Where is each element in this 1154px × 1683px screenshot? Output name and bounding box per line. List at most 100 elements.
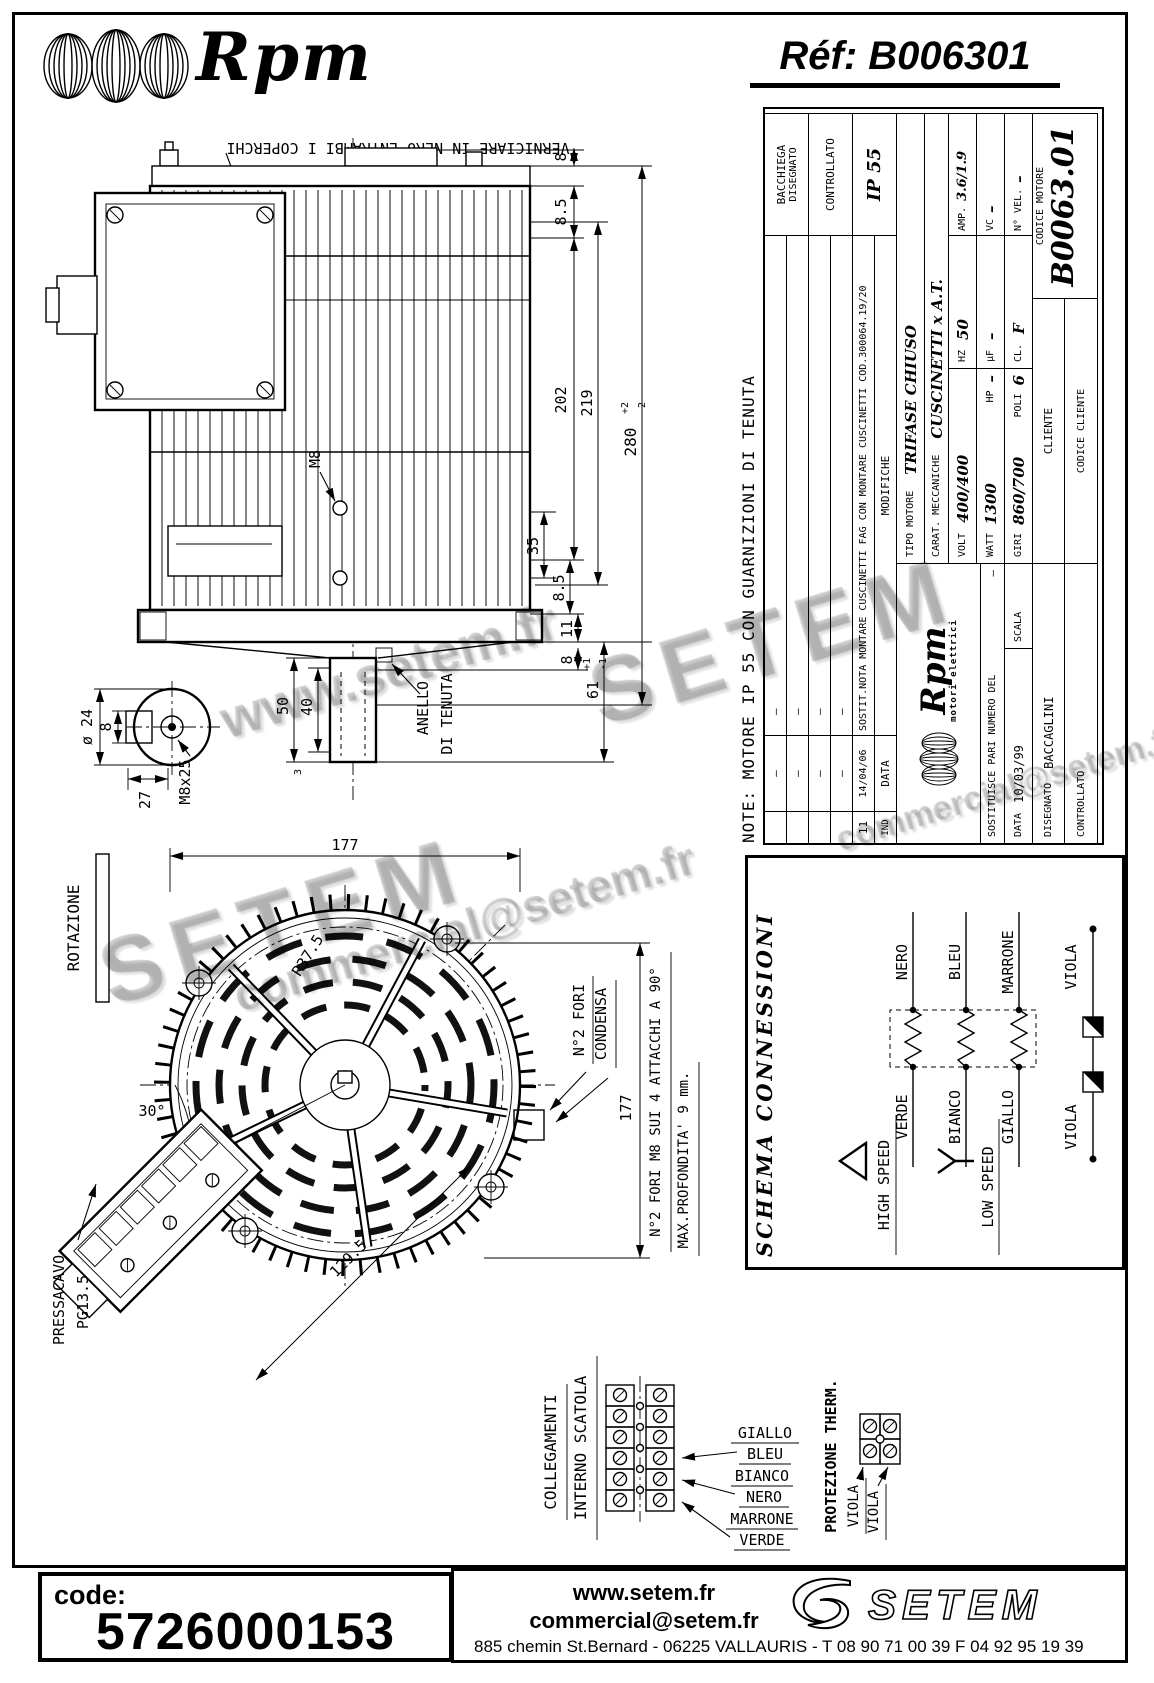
cl-label: CL.	[1013, 343, 1024, 362]
drawing-border-frame	[12, 12, 1128, 1568]
code-label: code:	[54, 1580, 127, 1610]
cliente-label: CLIENTE	[1033, 298, 1065, 563]
dim-177-right: 177	[617, 1094, 635, 1121]
footer-website[interactable]: www.setem.fr	[572, 1580, 716, 1605]
nvel-value: –	[1009, 175, 1028, 183]
wire-giallo-label: GIALLO	[999, 1090, 1017, 1144]
dim-35: 35	[524, 537, 542, 555]
dim-61-tol-plus: +1	[582, 658, 593, 670]
ip-rating: IP 55	[853, 113, 897, 235]
condensa-hole	[513, 1109, 545, 1141]
data-value: 10/03/99	[1011, 745, 1026, 803]
rev-row11-desc: SOSTIT.NOTA MONTARE CUSCINETTI FAG CON M…	[853, 235, 875, 735]
carat-label: CARAT. MECCANICHE	[931, 454, 942, 557]
dim-40: 40	[298, 698, 316, 716]
hz-value: 50	[953, 319, 972, 340]
wire-nero-label: NERO	[893, 944, 911, 980]
key-slot	[125, 710, 153, 744]
carat-value: CUSCINETTI x A.T.	[927, 279, 946, 439]
angle-30: 30°	[138, 1102, 165, 1120]
code-box: code: 5726000153	[38, 1572, 453, 1662]
disegnato-value: BACCAGLINI	[1041, 696, 1056, 769]
viola-a-label: VIOLA	[846, 1484, 862, 1527]
code-value: 5726000153	[95, 1603, 396, 1661]
rev-row11-date: 14/04/06	[853, 735, 875, 811]
rpm-logo-small-sub: motori elettrici	[948, 619, 959, 722]
codice-motore-label: CODICE MOTORE	[1035, 166, 1046, 246]
amp-value: 3.6/1.9	[955, 150, 970, 201]
footer-email[interactable]: commercial@setem.fr	[529, 1608, 759, 1633]
seal-ring	[375, 647, 393, 663]
rev-row11-ind: 11	[853, 811, 875, 843]
sostituisce-value: –	[986, 570, 999, 577]
dim-3: 3	[293, 769, 304, 775]
seal-label-2: DI TENUTA	[438, 673, 456, 754]
tipo-motore-value: TRIFASE CHIUSO	[901, 325, 920, 475]
dim-219: 219	[578, 389, 596, 416]
controllato-label: CONTROLLATO	[1075, 770, 1087, 837]
schema-connessioni-panel: SCHEMA CONNESSIONI HIGH SPEED LOW SPEED …	[745, 855, 1125, 1270]
dim-key8: 8	[97, 722, 115, 731]
collegamenti-title-1: COLLEGAMENTI	[541, 1394, 560, 1510]
schema-viola-left-label: VIOLA	[1062, 1104, 1080, 1149]
dim-8-b: 8	[558, 655, 576, 664]
rev-row3-date: –	[809, 735, 831, 811]
watt-label: WATT	[985, 532, 996, 557]
rev-row4-date: –	[831, 735, 853, 811]
low-speed-label: LOW SPEED	[979, 1146, 997, 1227]
footer-contact-block: www.setem.fr commercial@setem.fr SETEM 8…	[451, 1568, 1128, 1663]
hp-value: –	[981, 375, 1000, 383]
data-label: DATA	[1013, 812, 1024, 837]
protezione-label: PROTEZIONE THERM.	[822, 1379, 840, 1533]
rpm-logo-coils	[43, 29, 189, 103]
reference-number: Réf: B006301	[750, 34, 1060, 88]
seal-label-1: ANELLO	[414, 681, 432, 735]
volt-value: 400/400	[953, 454, 972, 523]
rev-controllato-label: CONTROLLATO	[809, 113, 853, 235]
cable-gland	[56, 275, 98, 335]
amp-label: AMP.	[957, 206, 968, 231]
profondita-note: MAX.PROFONDITA' 9 mm.	[676, 1071, 692, 1248]
cl-value: F	[1009, 323, 1028, 334]
dim-61-tol-minus: -1	[598, 658, 609, 670]
schema-viola-right-label: VIOLA	[1062, 944, 1080, 989]
fori-m8-note: N°2 FORI M8 SUI 4 ATTACCHI A 90°	[648, 967, 664, 1237]
dim-280-tol-minus: -2	[637, 402, 648, 414]
nvel-label: N° VEL.	[1013, 188, 1024, 231]
collegamenti-drawing: COLLEGAMENTI INTERNO SCATOLA GIALLO BLEU	[541, 1356, 901, 1551]
dim-8p5-b: 8.5	[550, 574, 568, 601]
condensa-label-2: CONDENSA	[592, 988, 610, 1060]
scala-label: SCALA	[1013, 611, 1024, 642]
rpm-logo-small-coils	[919, 732, 958, 786]
setem-logo-text: SETEM	[868, 1581, 1043, 1628]
rpm-logo-small-text: Rpm	[913, 626, 954, 715]
pair2-top-label: BIANCO	[735, 1467, 789, 1485]
disegnato-label: DISEGNATO	[1043, 782, 1054, 837]
high-speed-label: HIGH SPEED	[875, 1140, 893, 1230]
rev-row2-date: –	[787, 735, 809, 811]
collegamenti-title-2: INTERNO SCATOLA	[571, 1375, 590, 1520]
dim-11: 11	[558, 620, 576, 638]
dim-27: 27	[136, 791, 154, 809]
rpm-logo-text: Rpm	[196, 18, 373, 96]
dim-dia24: ø 24	[78, 709, 96, 745]
uf-value: –	[981, 332, 1000, 340]
dim-50: 50	[274, 697, 292, 715]
tipo-motore-label: TIPO MOTORE	[905, 490, 916, 557]
schema-circuit: HIGH SPEED LOW SPEED VERDE BIANCO GIALLO…	[837, 912, 1104, 1255]
viola-b-label: VIOLA	[866, 1490, 882, 1533]
front-view-drawing: ROTAZIONE 30° R37.5 PRESSACAVO PG13.5 12…	[50, 836, 700, 1381]
dim-m8: M8	[306, 450, 324, 468]
pair2-bottom-label: NERO	[746, 1488, 782, 1506]
dim-280-tol-plus: +2	[620, 402, 631, 414]
setem-logo: SETEM	[792, 1577, 1043, 1630]
dim-280: 280	[621, 428, 640, 457]
rev-row2-desc: –	[787, 235, 809, 735]
hp-label: HP	[985, 390, 996, 403]
rev-disegnato-value: BACCHIEGA	[774, 144, 788, 205]
condensa-label-1: N°2 FORI	[570, 984, 588, 1056]
volt-label: VOLT	[957, 532, 968, 557]
title-block-table: – – – – – – – – 11 14/04/06 SOSTIT.NOTA …	[763, 107, 1104, 845]
